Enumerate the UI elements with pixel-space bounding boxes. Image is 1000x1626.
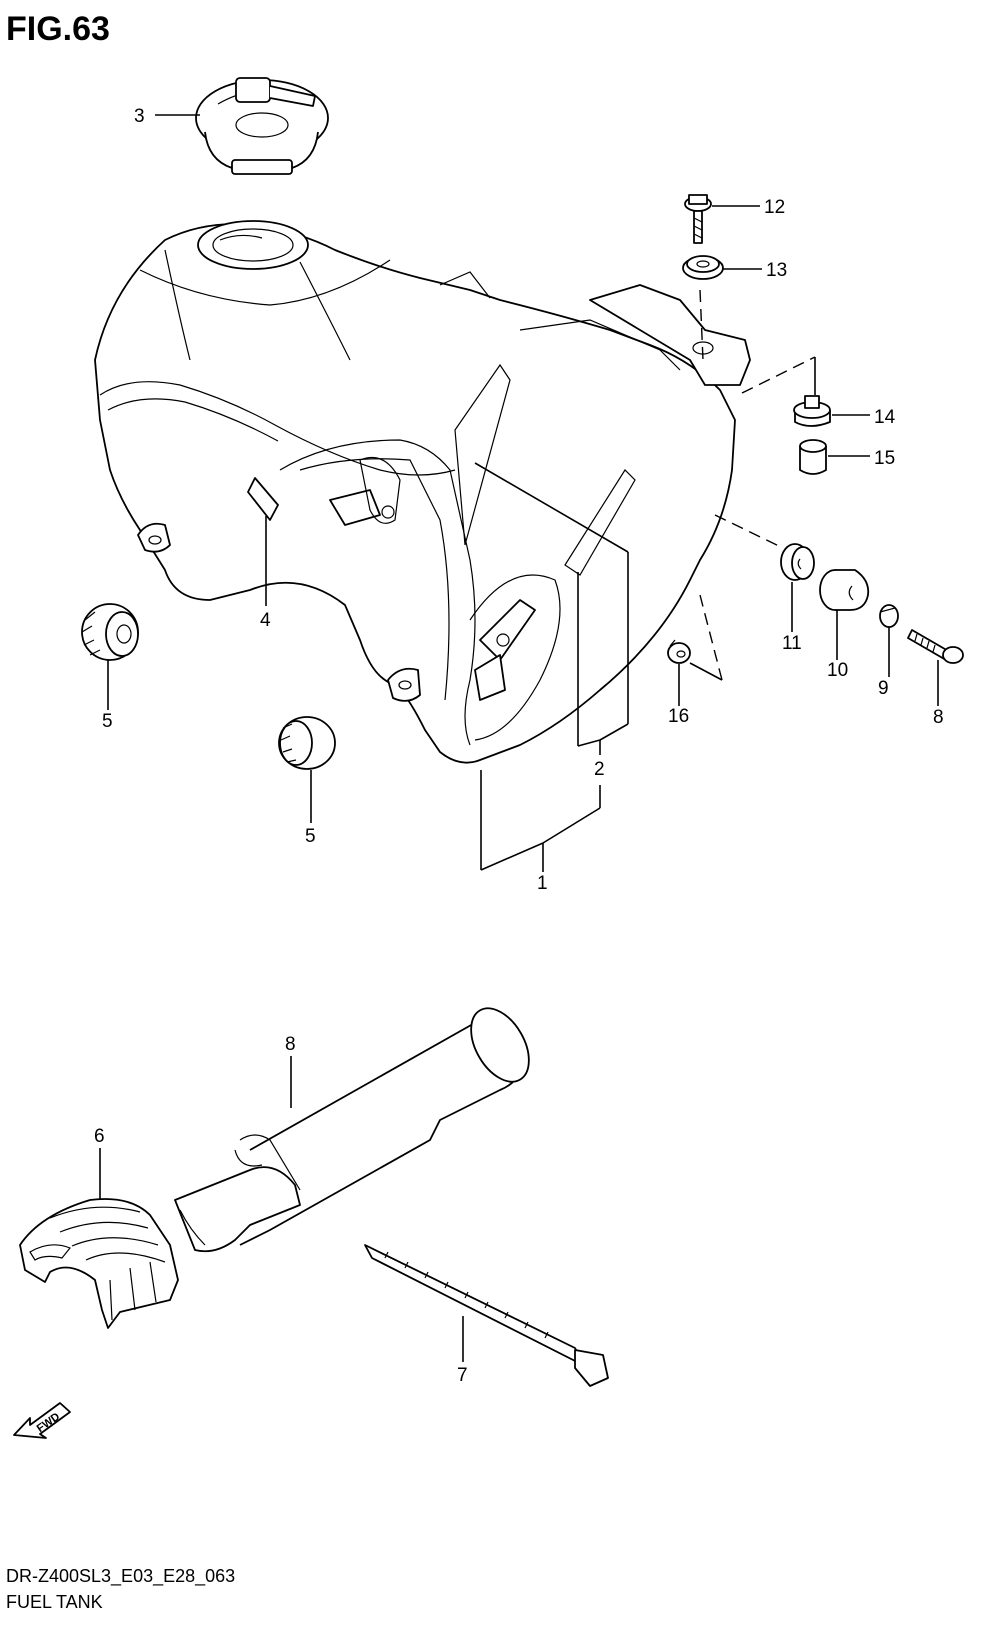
fwd-arrow-icon: FWD: [13, 1402, 71, 1439]
callout-14: 13: [766, 260, 787, 281]
fuel-tank-part-1: [94, 220, 751, 764]
callout-9: 8: [933, 707, 944, 728]
callout-15: 14: [874, 407, 896, 428]
washer-part-17: [667, 639, 691, 664]
figure-title: FIG.63: [6, 10, 110, 48]
callout-6: 6: [94, 1126, 105, 1147]
collar-part-16: [799, 439, 827, 475]
callout-1: 1: [537, 873, 548, 894]
callout-16: 15: [874, 448, 895, 469]
rubber-strip-part-4: [247, 477, 279, 521]
callout-3: 3: [134, 106, 145, 127]
leader-lines: [99, 114, 939, 1362]
bolt-part-13: [684, 194, 712, 244]
cushion-part-15: [793, 395, 831, 427]
collar-part-11: [819, 569, 870, 611]
callout-4: 4: [260, 610, 271, 631]
clamp-part-6: [19, 1198, 179, 1329]
nut-part-10: [879, 604, 899, 628]
callout-12: 11: [782, 633, 802, 654]
bush-part-14: [682, 255, 724, 280]
callout-13: 12: [764, 197, 785, 218]
callout-8: 8: [285, 1034, 296, 1055]
callout-5b: 5: [305, 826, 316, 847]
callout-5a: 5: [102, 711, 113, 732]
callout-2: 2: [594, 759, 605, 780]
diagram-caption: FUEL TANK: [6, 1592, 103, 1612]
callout-10: 9: [878, 678, 889, 699]
callout-17: 16: [668, 706, 689, 727]
fuel-cap-part-3: [195, 77, 329, 175]
callout-11: 10: [827, 660, 848, 681]
protector-part-8: [174, 1007, 530, 1253]
callout-7: 7: [457, 1365, 468, 1386]
cable-tie-part-7: [364, 1244, 609, 1387]
cushion-part-5-b: [278, 716, 336, 770]
bolt-part-9: [907, 629, 964, 664]
callout-labels: 3 12 13 14 15 11 10 9 8 16 4 5 5 2 1 6 7…: [94, 106, 944, 1386]
cushion-part-12: [780, 543, 815, 581]
model-code: DR-Z400SL3_E03_E28_063: [6, 1566, 235, 1587]
cushion-part-5-a: [81, 603, 139, 661]
